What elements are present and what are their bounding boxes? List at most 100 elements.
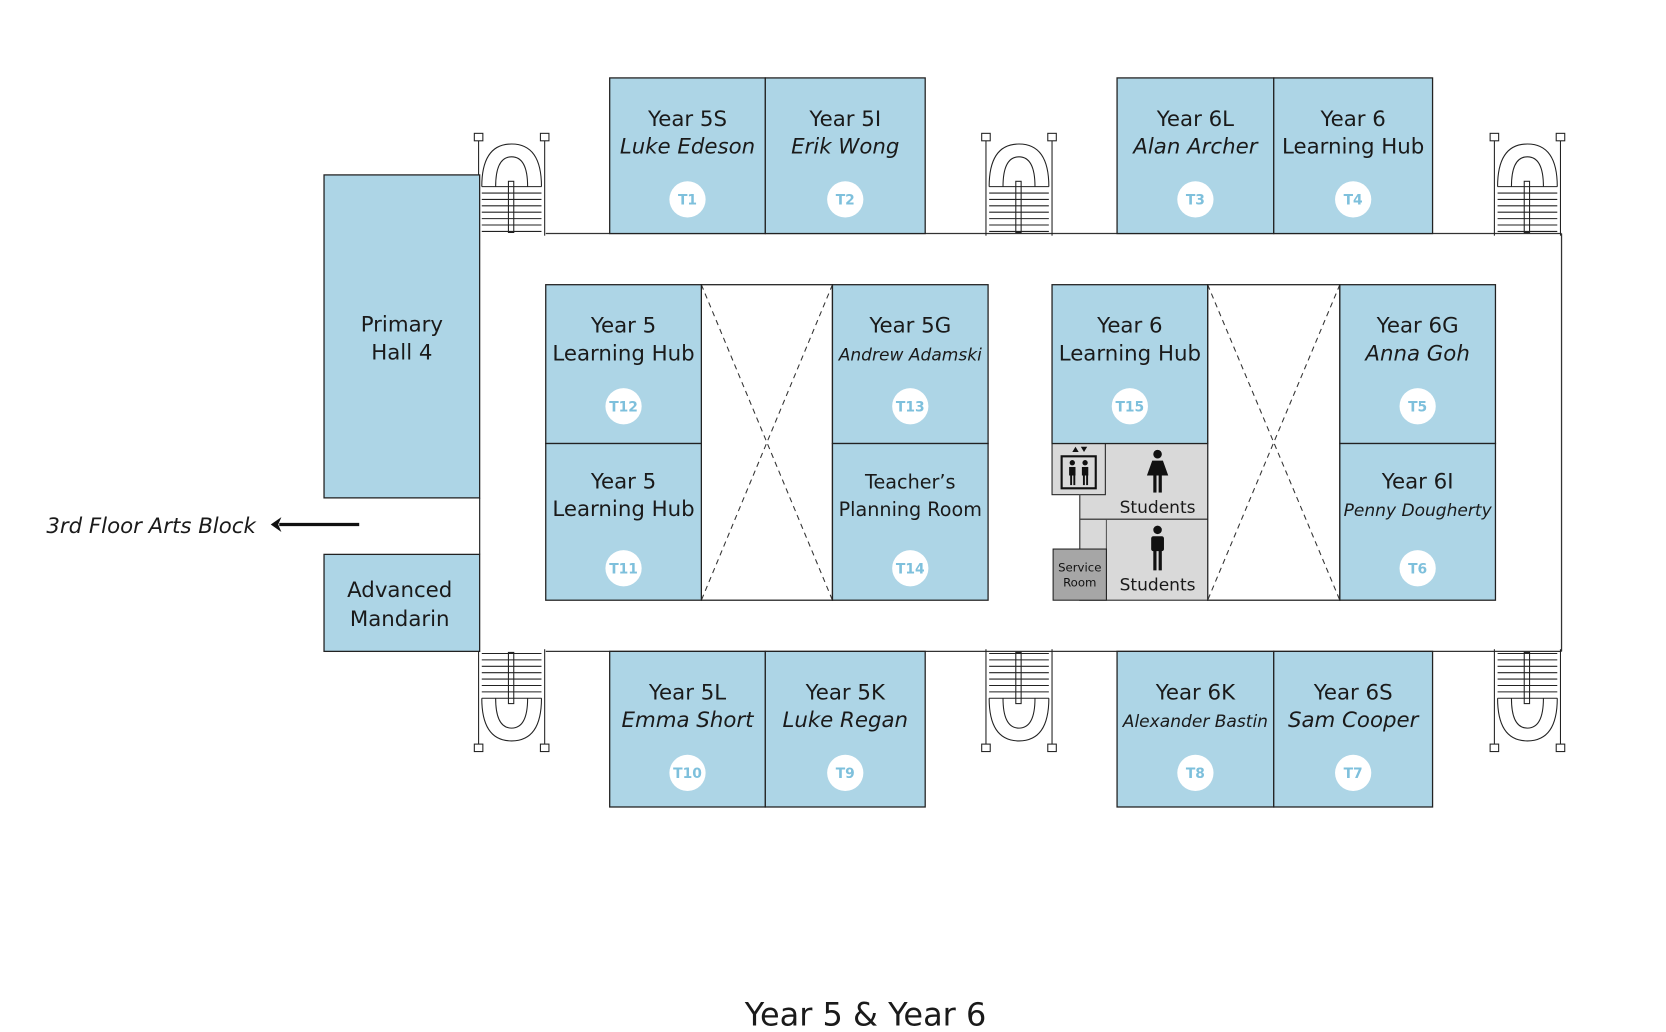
room-teacher: Learning Hub	[552, 341, 694, 366]
room-badge	[1399, 550, 1436, 587]
female-toilet-icon	[1146, 449, 1169, 493]
lift	[1051, 442, 1106, 496]
room-badge	[669, 181, 706, 218]
room-badge	[605, 388, 642, 425]
room-code: T9	[836, 766, 855, 782]
room-teacher: Andrew Adamski	[838, 345, 982, 365]
room-code: T12	[609, 400, 638, 416]
room-code: T4	[1344, 193, 1363, 209]
room-code: T1	[678, 193, 697, 209]
staircase-icon	[473, 649, 550, 753]
staircase-icon	[981, 132, 1057, 236]
room-teacher: Luke Regan	[782, 708, 908, 733]
room-badge	[605, 550, 642, 587]
lift-icon	[1069, 460, 1089, 486]
male-toilet-icon	[1151, 525, 1164, 571]
hall-label-1: Primary	[361, 313, 443, 338]
arrow-left-icon	[270, 517, 360, 532]
room-teacher: Learning Hub	[552, 497, 694, 522]
hall-label-2: Mandarin	[350, 607, 450, 632]
room-code: T7	[1344, 766, 1363, 782]
room-badge	[892, 550, 929, 587]
room-badge	[1335, 754, 1372, 792]
room-code: T11	[609, 562, 638, 578]
toilet-label-female: Students	[1120, 498, 1196, 518]
room-name: Year 5G	[868, 314, 951, 339]
room-teacher: Learning Hub	[1059, 341, 1201, 366]
arts-block-label: 3rd Floor Arts Block	[46, 514, 257, 539]
room-badge	[1177, 181, 1214, 218]
room-name: Year 6I	[1381, 469, 1454, 494]
room-badge	[1111, 388, 1148, 425]
room-name: Year 5	[590, 314, 656, 339]
room-teacher: Penny Dougherty	[1344, 501, 1493, 521]
room-name: Year 5	[590, 469, 656, 494]
void-atrium-right	[1207, 284, 1341, 601]
toilet-label-male: Students	[1120, 576, 1196, 596]
staircase-icon	[473, 132, 550, 236]
room-name: Year 5L	[648, 680, 726, 705]
room-code: T2	[836, 193, 855, 209]
room-teacher: Learning Hub	[1282, 135, 1424, 160]
primary-hall-4[interactable]: Primary Hall 4	[323, 174, 481, 499]
service-room-label-1: Service	[1058, 560, 1101, 574]
room-code: T15	[1115, 400, 1144, 416]
service-room: Service Room	[1052, 548, 1107, 601]
room-code: T5	[1408, 400, 1427, 416]
staircase-icon	[981, 649, 1057, 753]
room-name: Year 6K	[1155, 680, 1236, 705]
room-badge	[1335, 181, 1372, 218]
room-badge	[892, 388, 929, 425]
staircase-icon	[1489, 649, 1566, 753]
room-badge	[1399, 388, 1436, 425]
room-name: Teacher’s	[864, 470, 955, 493]
room-code: T14	[896, 562, 925, 578]
room-name: Year 6L	[1156, 107, 1234, 132]
room-teacher: Sam Cooper	[1288, 708, 1420, 733]
room-code: T8	[1186, 766, 1205, 782]
room-teacher: Luke Edeson	[620, 135, 755, 160]
void-atrium-left	[700, 284, 834, 601]
room-name: Year 5K	[805, 680, 886, 705]
room-teacher: Alexander Bastin	[1122, 712, 1268, 732]
room-code: T3	[1186, 193, 1205, 209]
room-badge	[669, 754, 706, 792]
room-code: T10	[673, 766, 702, 782]
room-code: T13	[896, 400, 925, 416]
room-name: Year 6S	[1313, 680, 1393, 705]
room-name: Year 6	[1319, 107, 1385, 132]
advanced-mandarin-room[interactable]: Advanced Mandarin	[323, 553, 481, 653]
room-badge	[827, 754, 864, 792]
room-code: T6	[1408, 562, 1427, 578]
room-teacher: Erik Wong	[791, 135, 899, 160]
room-name: Year 6G	[1376, 314, 1459, 339]
room-teacher: Planning Room	[839, 498, 982, 521]
room-teacher: Alan Archer	[1131, 135, 1258, 160]
room-teacher: Emma Short	[622, 708, 755, 733]
room-teacher: Anna Goh	[1363, 341, 1469, 366]
room-name: Year 5S	[647, 107, 727, 132]
room-name: Year 6	[1096, 314, 1162, 339]
page-title: Year 5 & Year 6	[744, 995, 987, 1032]
staircase-icon	[1489, 132, 1566, 236]
hall-label-1: Advanced	[347, 578, 452, 603]
service-room-label-2: Room	[1063, 575, 1096, 589]
room-badge	[827, 181, 864, 218]
hall-label-2: Hall 4	[371, 340, 432, 365]
